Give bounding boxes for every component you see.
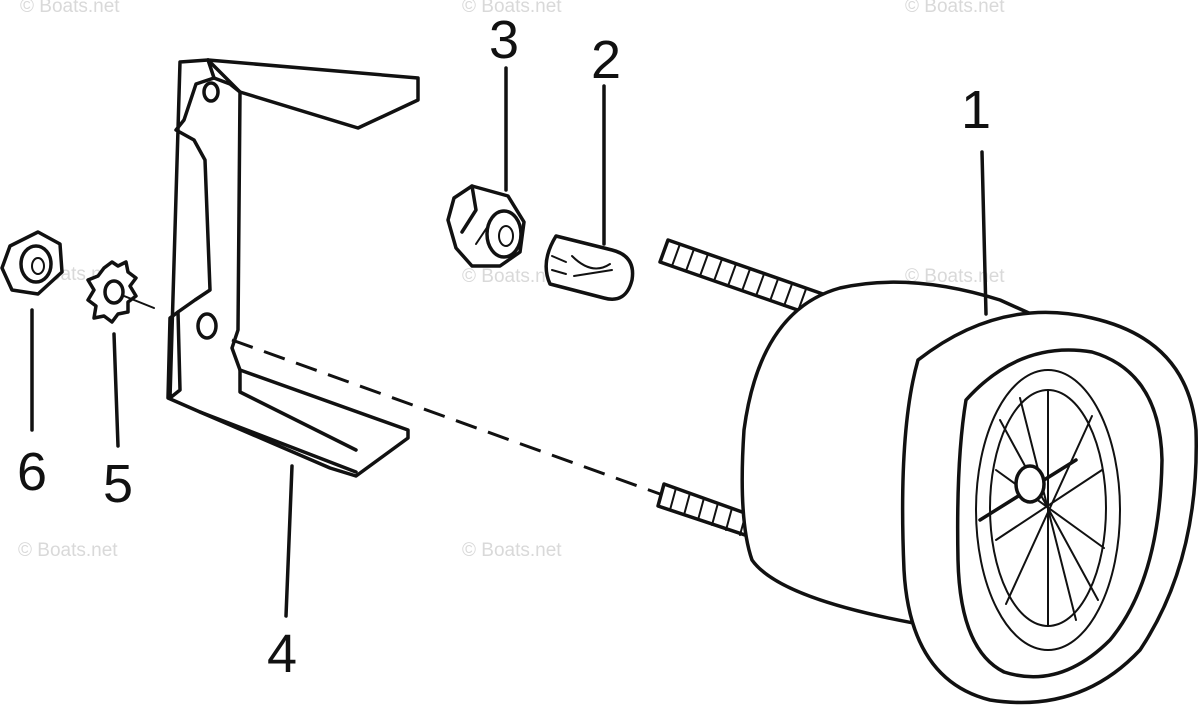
bulb-part-2	[544, 234, 635, 301]
callout-1: 1	[961, 80, 991, 140]
watermark: © Boats.net	[462, 540, 562, 561]
callout-5: 5	[103, 454, 133, 514]
callout-3: 3	[489, 10, 519, 70]
assembly-dash-line	[231, 338, 661, 496]
watermark: © Boats.net	[462, 266, 562, 287]
callouts: 1 2 3 4 5 6	[17, 10, 991, 684]
bracket-part-4	[166, 58, 420, 478]
socket-part-3	[446, 184, 526, 268]
washer-part-5	[86, 260, 155, 324]
leader-line-4	[284, 464, 294, 618]
callout-2: 2	[591, 30, 621, 90]
gauge-part-1	[656, 238, 1198, 705]
watermark: © Boats.net	[462, 0, 562, 17]
watermark: © Boats.net	[905, 0, 1005, 17]
watermark: © Boats.net	[18, 540, 118, 561]
watermark: © Boats.net	[20, 0, 120, 17]
leader-line-1	[980, 150, 988, 316]
callout-4: 4	[267, 624, 297, 684]
leader-line-5	[112, 332, 120, 448]
callout-6: 6	[17, 442, 47, 502]
leader-lines	[30, 66, 988, 618]
watermark: © Boats.net	[905, 266, 1005, 287]
nut-part-6	[0, 230, 64, 296]
